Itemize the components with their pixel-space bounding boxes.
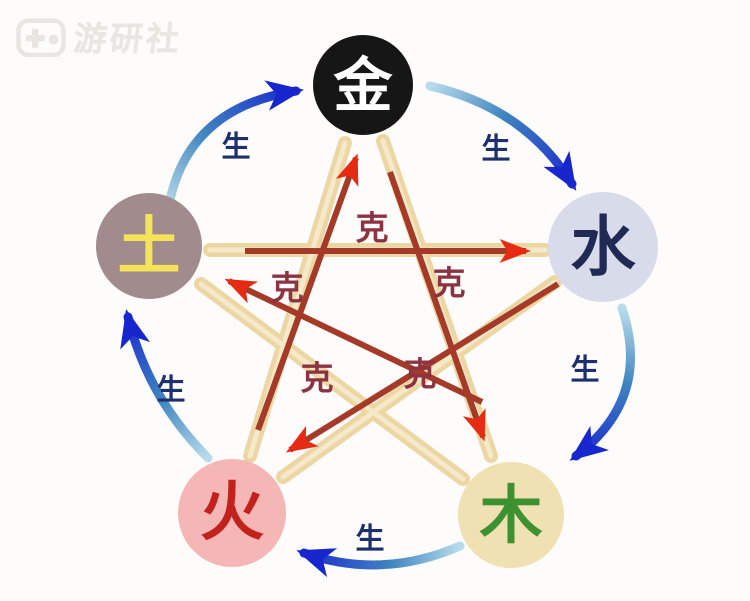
ribbon-sheen: [198, 281, 466, 482]
overcoming-arrows: [224, 153, 560, 453]
gamepad-icon: [16, 18, 66, 58]
arrow-earth-generates-metal: [163, 80, 305, 215]
arrow-metal-generates-water: [425, 81, 577, 191]
generating-arrows: [120, 80, 635, 578]
element-water-char: 水: [570, 209, 636, 285]
element-wood: 木: [458, 462, 564, 568]
pentagram-ribbons: [194, 134, 562, 486]
arrow-water-overcomes-fire: [285, 281, 560, 453]
element-fire-char: 火: [200, 476, 264, 550]
element-water: 水: [548, 192, 658, 302]
element-metal-char: 金: [333, 50, 393, 120]
element-wood-char: 木: [479, 478, 543, 552]
watermark-text: 游研社: [71, 19, 184, 58]
element-earth: 土: [96, 193, 202, 299]
watermark-brand: 游研社: [14, 12, 184, 60]
element-metal: 金: [313, 35, 413, 135]
arrow-wood-overcomes-earth: [224, 278, 484, 405]
element-fire: 火: [178, 459, 286, 567]
arrow-water-generates-wood: [569, 303, 635, 461]
arrow-fire-generates-earth: [120, 309, 213, 463]
arrow-wood-generates-fire: [296, 541, 465, 578]
arrow-fire-overcomes-metal: [255, 153, 359, 432]
element-earth-char: 土: [117, 209, 181, 283]
